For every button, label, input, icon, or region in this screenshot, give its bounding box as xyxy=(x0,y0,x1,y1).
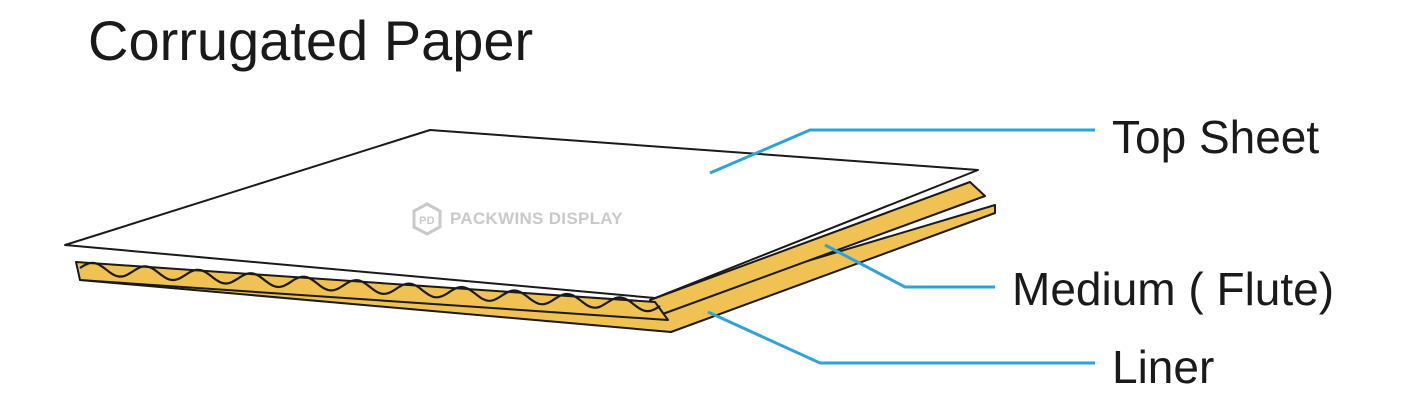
medium-leader-line xyxy=(824,243,995,289)
logo-text: PD xyxy=(419,215,435,227)
flute-wave xyxy=(79,261,661,313)
watermark-text: PACKWINS DISPLAY xyxy=(450,209,623,228)
medium-flute-label: Medium ( Flute) xyxy=(1012,263,1335,315)
flute-front-face xyxy=(75,261,669,321)
top-sheet-layer xyxy=(64,129,979,299)
top-sheet-leader-line xyxy=(709,128,1095,175)
diagram-title: Corrugated Paper xyxy=(88,9,534,72)
liner-label: Liner xyxy=(1112,341,1215,393)
watermark: PD PACKWINS DISPLAY xyxy=(410,202,623,236)
liner-leader-line xyxy=(707,310,1095,365)
top-sheet-label: Top Sheet xyxy=(1112,111,1320,163)
packwins-logo-icon: PD xyxy=(412,202,442,236)
